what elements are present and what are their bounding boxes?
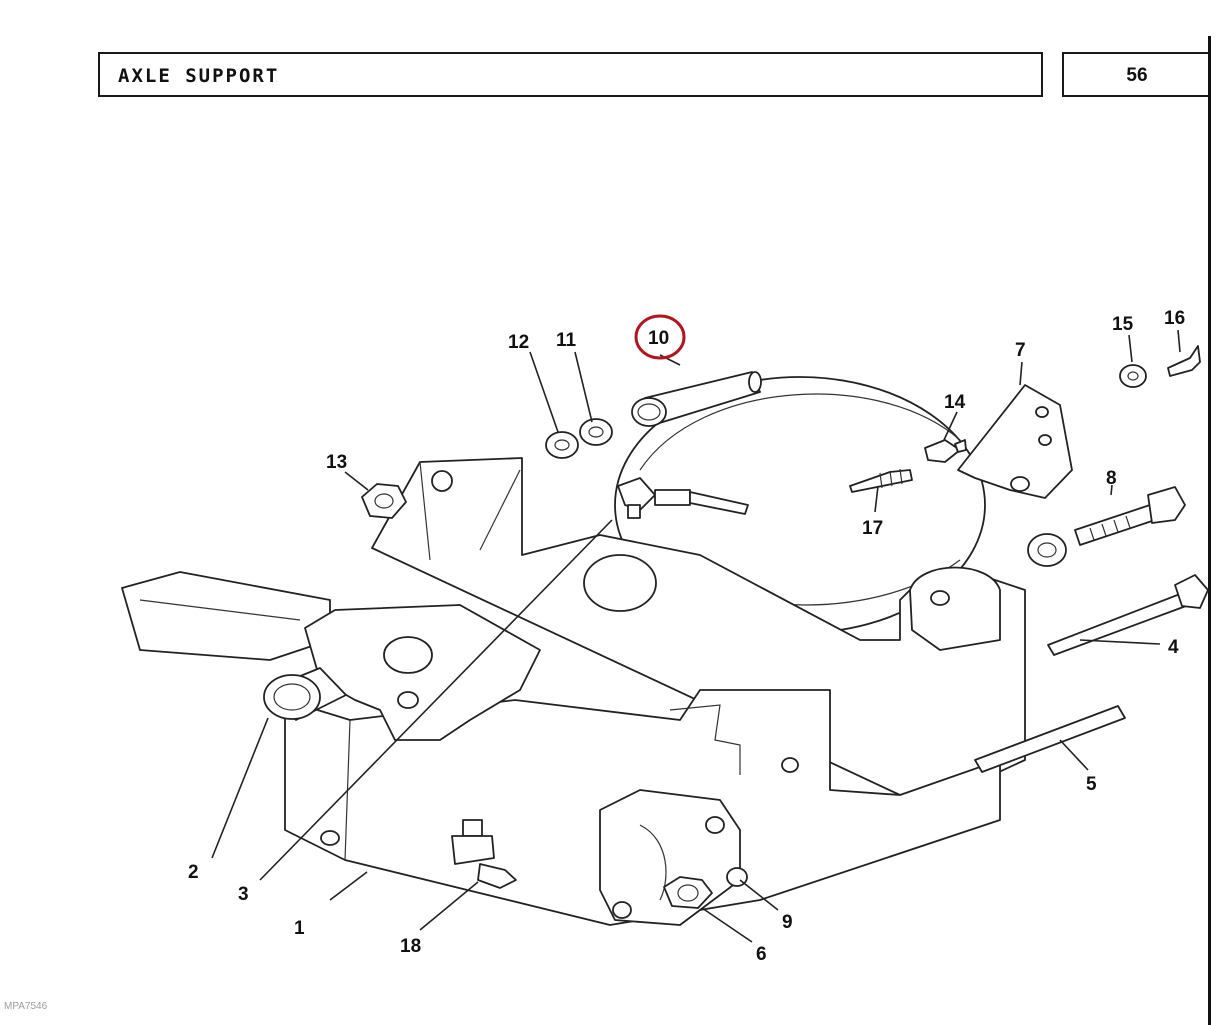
callout-10-highlight-ring <box>634 314 686 360</box>
callout-labels: 1 2 3 4 5 6 7 8 9 10 11 12 13 14 15 16 1… <box>188 308 1185 965</box>
title-bar: AXLE SUPPORT <box>98 52 1043 97</box>
bushing-2 <box>263 667 347 721</box>
callout-7: 7 <box>1015 340 1026 361</box>
callout-9: 9 <box>782 912 793 933</box>
callout-15: 15 <box>1112 314 1134 335</box>
fitting-17 <box>849 468 913 493</box>
nut-15 <box>1119 364 1147 388</box>
callout-11: 11 <box>556 330 577 351</box>
axle-support-casting <box>121 457 1026 926</box>
stud-5 <box>974 705 1126 773</box>
washers-11-12 <box>545 418 613 459</box>
page-number-box: 56 <box>1062 52 1208 97</box>
callout-1: 1 <box>294 918 305 939</box>
bolt-8 <box>1074 486 1186 546</box>
right-border-line <box>1208 36 1211 1025</box>
callout-8: 8 <box>1106 468 1117 489</box>
callout-3: 3 <box>238 884 249 905</box>
callout-10: 10 <box>648 328 669 349</box>
washer-8 <box>1027 533 1067 567</box>
bracket-7 <box>957 384 1073 499</box>
callout-18: 18 <box>400 936 421 957</box>
drain-plug-18 <box>451 819 517 889</box>
leader-lines <box>211 329 1181 943</box>
callout-17: 17 <box>862 518 883 539</box>
page-title: AXLE SUPPORT <box>118 65 280 87</box>
grease-nipple-16 <box>1167 345 1201 377</box>
fitting-14 <box>924 439 967 463</box>
callout-14: 14 <box>944 392 966 413</box>
callout-16: 16 <box>1164 308 1185 329</box>
callout-6: 6 <box>756 944 767 965</box>
callout-12: 12 <box>508 332 529 353</box>
page-number: 56 <box>1126 65 1148 86</box>
callout-5: 5 <box>1086 774 1097 795</box>
nut-6 <box>663 876 713 909</box>
watermark-code: MPA7546 <box>4 1001 48 1012</box>
callout-13: 13 <box>326 452 347 473</box>
nut-13 <box>361 483 407 519</box>
callout-4: 4 <box>1168 637 1179 658</box>
callout-2: 2 <box>188 862 199 883</box>
pin-10 <box>631 371 762 427</box>
grease-fitting-elbow <box>617 477 749 519</box>
